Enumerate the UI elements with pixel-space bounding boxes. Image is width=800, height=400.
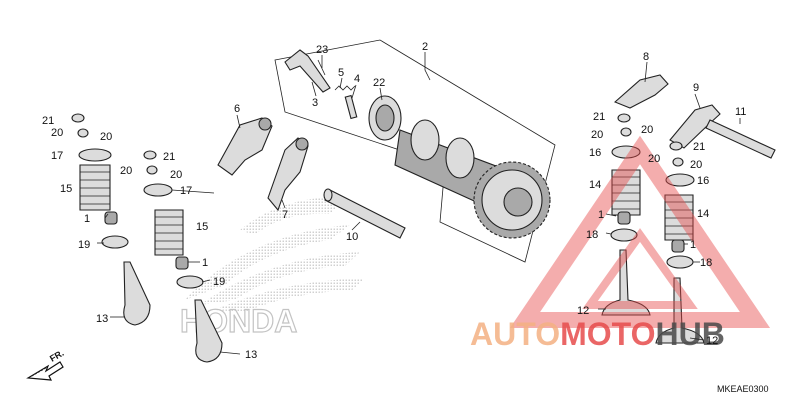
callout-22: 22 [373, 77, 385, 89]
callout-16-a: 16 [589, 147, 601, 159]
rocker-arm-part-9 [669, 104, 721, 149]
leader-lines [97, 52, 741, 355]
callout-1-a: 1 [84, 213, 90, 225]
seat-part-18-b [666, 255, 694, 269]
retainer-part-17-mid [143, 183, 173, 197]
valve-part-13-left [123, 261, 151, 326]
seal-part-1-mid [175, 256, 189, 270]
watermark-moto: MOTO [560, 316, 655, 352]
callout-3: 3 [312, 97, 318, 109]
cotter-part-21-left [71, 113, 89, 138]
callout-2: 2 [422, 41, 428, 53]
watermark-hub: HUB [655, 316, 724, 352]
callout-12-a: 12 [577, 305, 589, 317]
camshaft-part-2 [394, 119, 551, 239]
callout-20-a: 20 [51, 127, 63, 139]
callout-15-b: 15 [196, 221, 208, 233]
callout-17-a: 17 [51, 150, 63, 162]
seal-part-1-a [617, 211, 631, 225]
callout-21-a: 21 [42, 115, 54, 127]
callout-14-b: 14 [697, 208, 709, 220]
valve-spring-part-15-mid [154, 209, 184, 256]
callout-13-a: 13 [96, 313, 108, 325]
valve-spring-part-14-b [664, 194, 694, 241]
valve-spring-part-14-a [611, 169, 641, 216]
honda-wing-watermark: HONDA [179, 197, 365, 340]
callout-20-b: 20 [100, 131, 112, 143]
callout-20-d: 20 [170, 169, 182, 181]
callout-1-c: 1 [598, 209, 604, 221]
rocker-shaft-part-11 [705, 119, 776, 159]
pin-part-23 [317, 59, 326, 76]
callout-20-f: 20 [641, 124, 653, 136]
callout-20-g: 20 [648, 153, 660, 165]
callout-7: 7 [282, 209, 288, 221]
callout-14-a: 14 [589, 179, 601, 191]
callout-19-b: 19 [213, 276, 225, 288]
callout-12-b: 12 [706, 335, 718, 347]
svg-text:AUTOMOTOHUB: AUTOMOTOHUB [470, 316, 725, 352]
front-direction-indicator: FR. [26, 348, 66, 381]
callout-numbers: 2 23 5 4 22 3 6 7 10 8 9 11 21 20 20 17 … [42, 41, 746, 361]
valve-spring-part-15-left [79, 164, 111, 211]
fr-label: FR. [48, 348, 66, 364]
callout-18-b: 18 [700, 257, 712, 269]
callout-21-c: 21 [593, 111, 605, 123]
seal-part-1-b [671, 239, 685, 253]
callout-11: 11 [735, 106, 746, 118]
rocker-arm-part-6 [217, 117, 273, 176]
callout-23: 23 [316, 44, 328, 56]
callout-20-h: 20 [690, 159, 702, 171]
decompressor-part-3 [284, 49, 331, 93]
cotter-part-21-mid [143, 150, 158, 175]
retainer-part-17-left [78, 148, 112, 162]
bearing-part-22 [368, 95, 402, 141]
cotter-part-21-a [617, 113, 632, 137]
callout-13-b: 13 [245, 349, 257, 361]
callout-16-b: 16 [697, 175, 709, 187]
pin-part-4 [344, 94, 358, 120]
seal-part-1-left [104, 211, 118, 225]
callout-6: 6 [234, 103, 240, 115]
callout-1-d: 1 [690, 239, 696, 251]
valve-part-13-mid [194, 299, 223, 363]
seat-part-19-left [101, 235, 129, 249]
retainer-part-16-a [611, 145, 641, 159]
callout-18-a: 18 [586, 229, 598, 241]
callout-21-d: 21 [693, 141, 705, 153]
automotohub-triangle-watermark [509, 135, 771, 328]
callout-17-b: 17 [180, 185, 192, 197]
rocker-arm-part-7 [267, 137, 309, 212]
valve-part-12-b [655, 277, 705, 344]
seat-part-18-a [610, 228, 638, 242]
retainer-part-16-b [665, 173, 695, 187]
callout-20-e: 20 [591, 129, 603, 141]
rocker-shaft-part-10 [323, 188, 406, 239]
callout-8: 8 [643, 51, 649, 63]
callout-21-b: 21 [163, 151, 175, 163]
watermark-auto: AUTO [470, 316, 560, 352]
seat-part-19-mid [176, 275, 204, 289]
callout-4: 4 [354, 73, 360, 85]
valve-part-12-a [601, 249, 651, 316]
camshaft-assembly-frame [274, 39, 556, 263]
callout-1-b: 1 [202, 257, 208, 269]
callout-5: 5 [338, 67, 344, 79]
rocker-arm-part-8 [613, 74, 669, 109]
callout-15-a: 15 [60, 183, 72, 195]
diagram-code: MKEAE0300 [717, 384, 769, 394]
automotohub-watermark-text: AUTOMOTOHUB [470, 316, 725, 352]
callout-9: 9 [693, 82, 699, 94]
spring-part-5 [334, 85, 356, 91]
cotter-part-21-b [669, 141, 684, 167]
callout-10: 10 [346, 231, 358, 243]
callout-20-c: 20 [120, 165, 132, 177]
callout-19-a: 19 [78, 239, 90, 251]
